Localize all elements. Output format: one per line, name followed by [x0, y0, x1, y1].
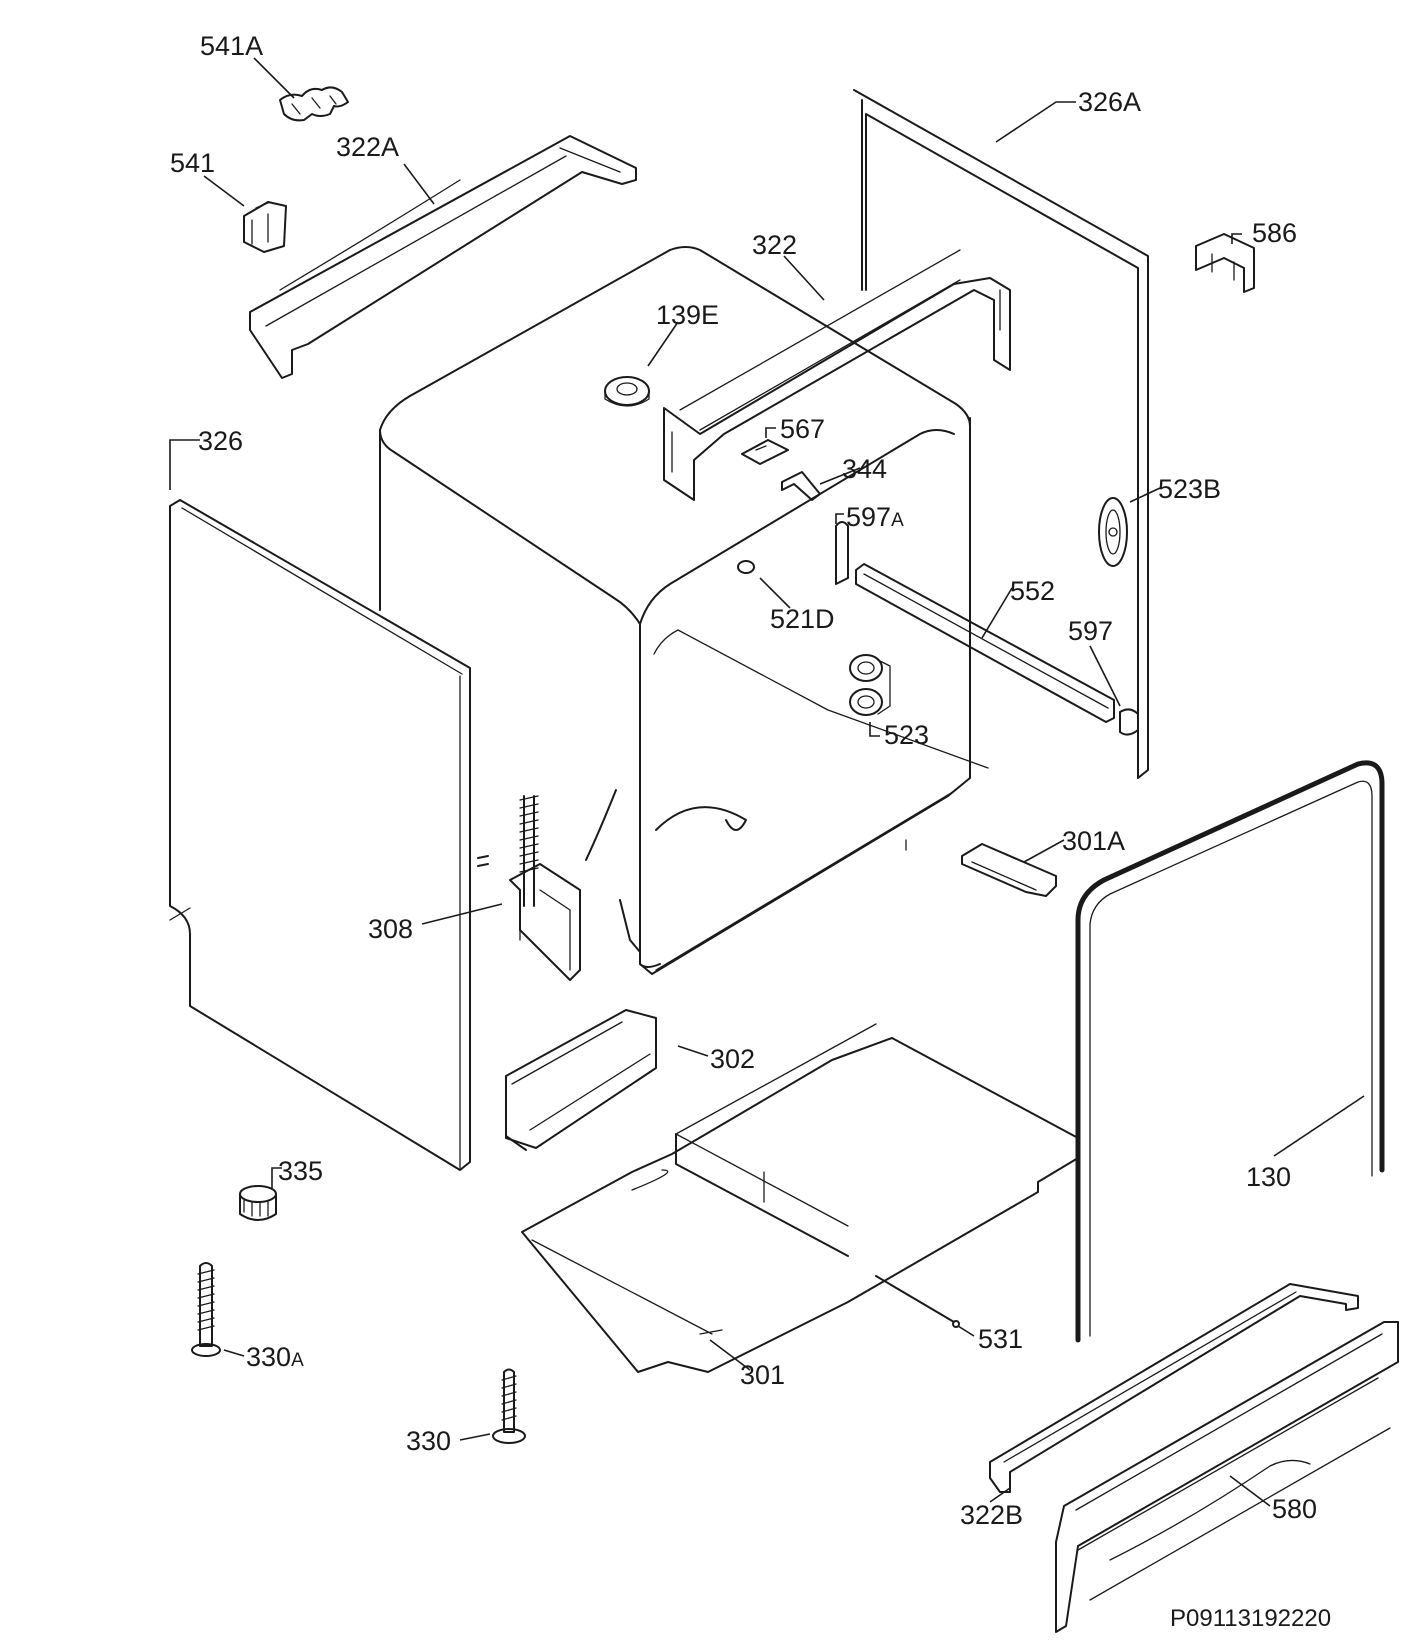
part-322-top-rail — [663, 249, 1011, 501]
part-597A-piece — [835, 521, 849, 585]
part-326A-side-frame — [853, 89, 1149, 779]
label-580: 580 — [1272, 1494, 1317, 1524]
label-523B: 523B — [1158, 474, 1221, 504]
label-541A: 541A — [200, 31, 263, 61]
part-335-foot — [239, 1185, 277, 1221]
part-531-pin — [875, 1275, 960, 1328]
label-552: 552 — [1010, 576, 1055, 606]
part-552-rail — [855, 563, 1115, 723]
drawing-reference-number: P09113192220 — [1170, 1605, 1331, 1632]
label-330A: 330A — [246, 1342, 304, 1372]
label-130: 130 — [1246, 1162, 1291, 1192]
part-597-clip — [1119, 708, 1139, 736]
part-322A-rail — [249, 135, 637, 379]
label-521D: 521D — [770, 604, 835, 634]
label-597A: 597A — [846, 502, 904, 532]
part-301A-bracket — [961, 843, 1057, 897]
label-344: 344 — [842, 454, 887, 484]
part-labels: 541A 541 322A 326A 586 322 139E 326 567 … — [170, 31, 1331, 1632]
label-139E: 139E — [656, 300, 719, 330]
label-322A: 322A — [336, 132, 399, 162]
label-301A: 301A — [1062, 826, 1125, 856]
label-302: 302 — [710, 1044, 755, 1074]
part-523B-oval — [1098, 497, 1128, 567]
part-541-bracket — [243, 201, 287, 253]
part-580-base-rail — [1055, 1321, 1399, 1633]
part-541A-clip — [279, 86, 349, 122]
label-523: 523 — [884, 720, 929, 750]
label-322: 322 — [752, 230, 797, 260]
part-130-seal — [1075, 760, 1385, 1343]
label-567: 567 — [780, 414, 825, 444]
part-tub — [379, 246, 989, 975]
part-330A-screw — [191, 1262, 221, 1357]
part-523-grommet — [849, 654, 891, 716]
part-139E-round — [604, 376, 650, 407]
label-322B: 322B — [960, 1500, 1023, 1530]
part-330-screw — [492, 1368, 526, 1444]
part-344 — [781, 471, 821, 501]
leader-lines — [169, 57, 1365, 1507]
label-308: 308 — [368, 914, 413, 944]
label-301: 301 — [740, 1360, 785, 1390]
part-301-base — [521, 1023, 1079, 1373]
part-567-clip — [741, 439, 789, 465]
label-330: 330 — [406, 1426, 451, 1456]
label-335: 335 — [278, 1156, 323, 1186]
part-586-bracket — [1195, 233, 1255, 293]
part-308-hinge — [477, 795, 581, 981]
label-541: 541 — [170, 148, 215, 178]
label-586: 586 — [1252, 218, 1297, 248]
part-521D — [737, 560, 755, 574]
label-326A: 326A — [1078, 87, 1141, 117]
label-531: 531 — [978, 1324, 1023, 1354]
label-326: 326 — [198, 426, 243, 456]
label-597: 597 — [1068, 616, 1113, 646]
part-322B-rail — [989, 1283, 1359, 1493]
part-326-side-panel — [169, 499, 471, 1171]
part-302-frame — [505, 1009, 657, 1151]
